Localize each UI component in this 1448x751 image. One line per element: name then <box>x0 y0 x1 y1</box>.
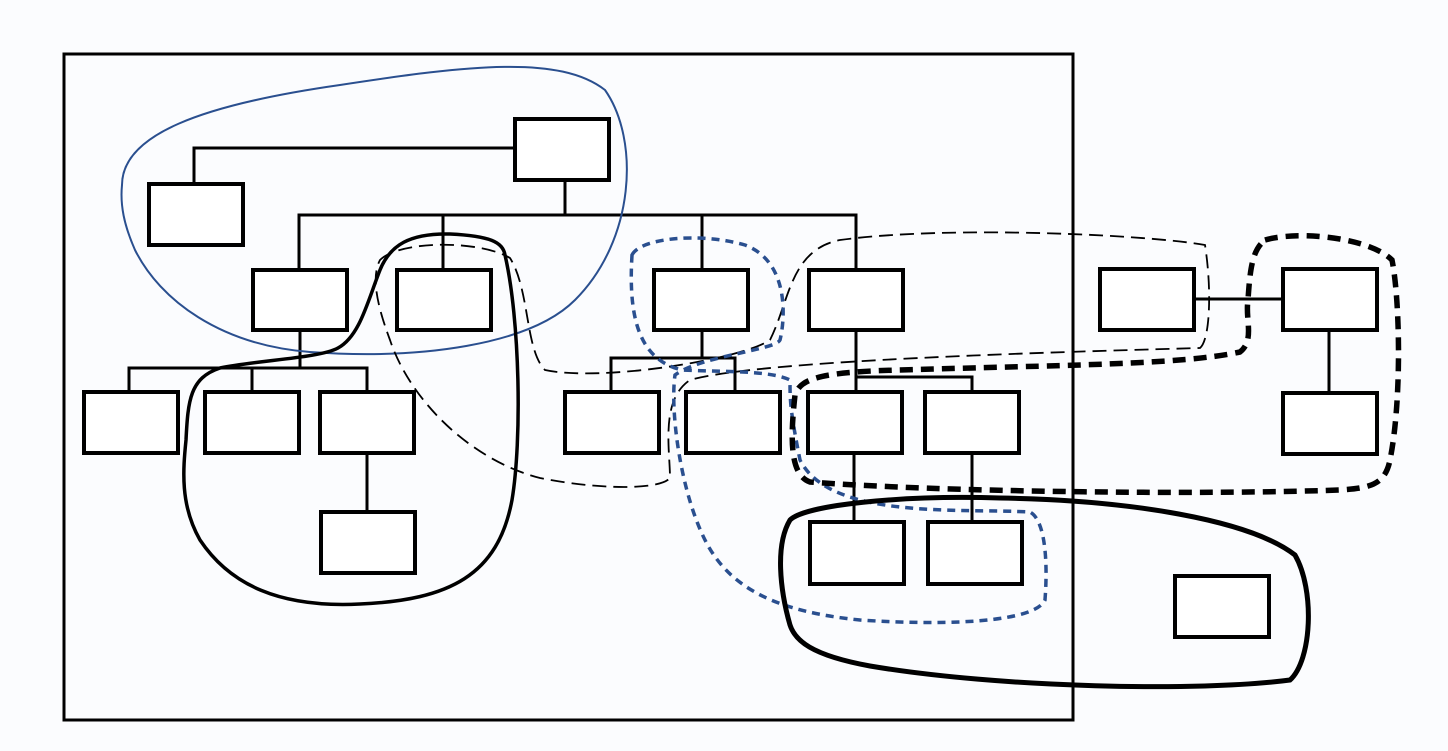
right-mid-node <box>1098 267 1196 332</box>
blue-dotted-outline <box>629 236 1048 625</box>
connectors <box>127 146 1331 522</box>
level3-node-d <box>563 390 661 455</box>
level2-node-a <box>251 268 349 332</box>
level2-node-d <box>807 268 905 332</box>
level3-node-e <box>684 390 782 455</box>
nodes <box>82 117 1379 639</box>
root-node <box>513 117 611 182</box>
blue-solid-outline <box>120 65 628 356</box>
level2-node-c <box>652 268 750 332</box>
connector-level3-right-bus <box>854 375 974 392</box>
connector-level2-bus <box>297 213 858 270</box>
right-top-node <box>1281 267 1379 332</box>
level3-node-a <box>82 390 180 455</box>
black-dashed-outline <box>374 231 1211 488</box>
black-heavy-solid-outline <box>778 494 1311 690</box>
connector-level3-left-bus <box>127 366 369 392</box>
level3-node-b <box>203 390 301 455</box>
level3-node-f <box>806 390 904 455</box>
right-lone-node <box>1173 574 1271 639</box>
level4-node-a <box>319 510 417 575</box>
right-bottom-node <box>1281 391 1379 456</box>
level2-node-b <box>395 268 493 332</box>
group-outlines <box>120 65 1402 690</box>
outer-frame <box>62 52 1075 722</box>
level3-node-c <box>318 390 416 455</box>
level3-node-g <box>923 390 1021 455</box>
black-solid-outline <box>182 232 520 607</box>
left-top-node <box>147 182 245 247</box>
connector-root-left <box>192 146 515 184</box>
level4-node-b <box>808 520 906 586</box>
black-heavy-dashed-outline <box>789 233 1402 496</box>
level4-node-c <box>926 520 1024 586</box>
connector-level3-mid-bus <box>609 356 737 392</box>
